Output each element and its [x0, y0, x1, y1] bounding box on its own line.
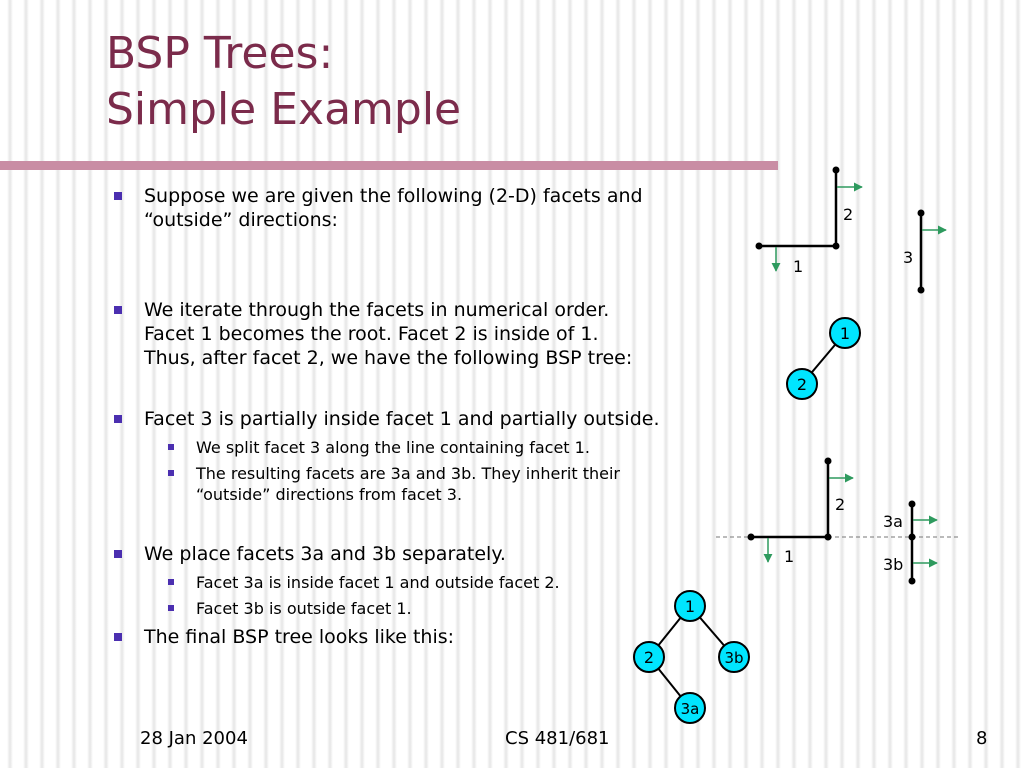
tree-node-3b [718, 641, 750, 673]
bullet-text-line: Facet 3 is partially inside facet 1 and … [144, 408, 660, 430]
sub-bullet-split-line: We split facet 3 along the line containi… [166, 437, 590, 458]
facets-split-diagram: 1 2 3a 3b [716, 457, 958, 585]
sub-bullet-text-line: Facet 3a is inside facet 1 and outside f… [196, 573, 560, 592]
tree-edge [801, 332, 846, 385]
facet-endpoint [755, 242, 763, 250]
facet-endpoint [917, 286, 925, 294]
sub-bullet-text-line: We split facet 3 along the line containi… [196, 438, 590, 457]
slide-title: BSP Trees: Simple Example [106, 26, 461, 138]
facets-initial-diagram: 1 2 3 [755, 166, 947, 294]
tree-node-2 [633, 641, 665, 673]
bullet-text-line: Suppose we are given the following (2-D)… [144, 185, 643, 207]
bullet-text-line: We iterate through the facets in numeric… [144, 299, 610, 321]
facet-2-label: 2 [835, 495, 845, 514]
sub-bullet-text-line: Facet 3b is outside facet 1. [196, 599, 412, 618]
footer-page-number: 8 [976, 728, 988, 749]
bullet-text-line: “outside” directions: [144, 209, 338, 231]
tree-node-3b-label: 3b [724, 649, 743, 667]
title-underline [0, 161, 778, 170]
footer-date: 28 Jan 2004 [140, 728, 248, 749]
bullet-iterate-facets: We iterate through the facets in numeric… [106, 298, 632, 370]
facet-3-label: 3 [903, 248, 913, 267]
facet-endpoint [908, 577, 916, 585]
facet-endpoint [832, 166, 840, 174]
sub-bullet-facet-3a: Facet 3a is inside facet 1 and outside f… [166, 572, 560, 593]
facet-endpoint [908, 533, 916, 541]
final-bsp-tree: 1 2 3b 3a [633, 590, 750, 724]
tree-node-2-label: 2 [644, 648, 654, 667]
tree-node-2 [786, 368, 818, 400]
tree-node-1 [829, 317, 861, 349]
sub-bullet-resulting-facets: The resulting facets are 3a and 3b. They… [166, 463, 620, 505]
facet-2-label: 2 [843, 205, 853, 224]
bullet-text-line: We place facets 3a and 3b separately. [144, 543, 506, 565]
tree-node-1 [674, 590, 706, 622]
tree-node-3a [674, 692, 706, 724]
tree-node-2-label: 2 [797, 375, 807, 394]
bullet-text-line: Facet 1 becomes the root. Facet 2 is ins… [144, 323, 599, 345]
facet-endpoint [824, 457, 832, 465]
tree-edge [648, 656, 691, 709]
bullet-place-facets: We place facets 3a and 3b separately. [106, 542, 506, 566]
footer-course: CS 481/681 [505, 728, 610, 749]
tree-node-1-label: 1 [840, 324, 850, 343]
tree-node-1-label: 1 [685, 597, 695, 616]
facet-3b-label: 3b [883, 555, 903, 574]
facet-endpoint [747, 533, 755, 541]
facet-endpoint [908, 500, 916, 508]
bullet-facet-3-split: Facet 3 is partially inside facet 1 and … [106, 407, 660, 431]
title-line-1: BSP Trees: [106, 28, 334, 79]
facet-endpoint [917, 209, 925, 217]
sub-bullet-text-line: The resulting facets are 3a and 3b. They… [196, 464, 620, 483]
tree-after-facet-2: 1 2 [786, 317, 861, 400]
tree-edge [648, 605, 691, 658]
bullet-given-facets: Suppose we are given the following (2-D)… [106, 184, 643, 232]
tree-node-3a-label: 3a [681, 700, 700, 718]
sub-bullet-text-line: “outside” directions from facet 3. [196, 485, 463, 504]
facet-1-label: 1 [793, 257, 803, 276]
facet-1-label: 1 [784, 547, 794, 566]
tree-edge [689, 605, 735, 658]
bullet-final-tree: The final BSP tree looks like this: [106, 625, 454, 649]
facet-endpoint [824, 533, 832, 541]
facet-endpoint [832, 242, 840, 250]
facet-3a-label: 3a [883, 512, 903, 531]
bullet-text-line: Thus, after facet 2, we have the followi… [144, 347, 633, 369]
sub-bullet-facet-3b: Facet 3b is outside facet 1. [166, 598, 412, 619]
title-line-2: Simple Example [106, 84, 462, 135]
bullet-text-line: The final BSP tree looks like this: [144, 626, 455, 648]
